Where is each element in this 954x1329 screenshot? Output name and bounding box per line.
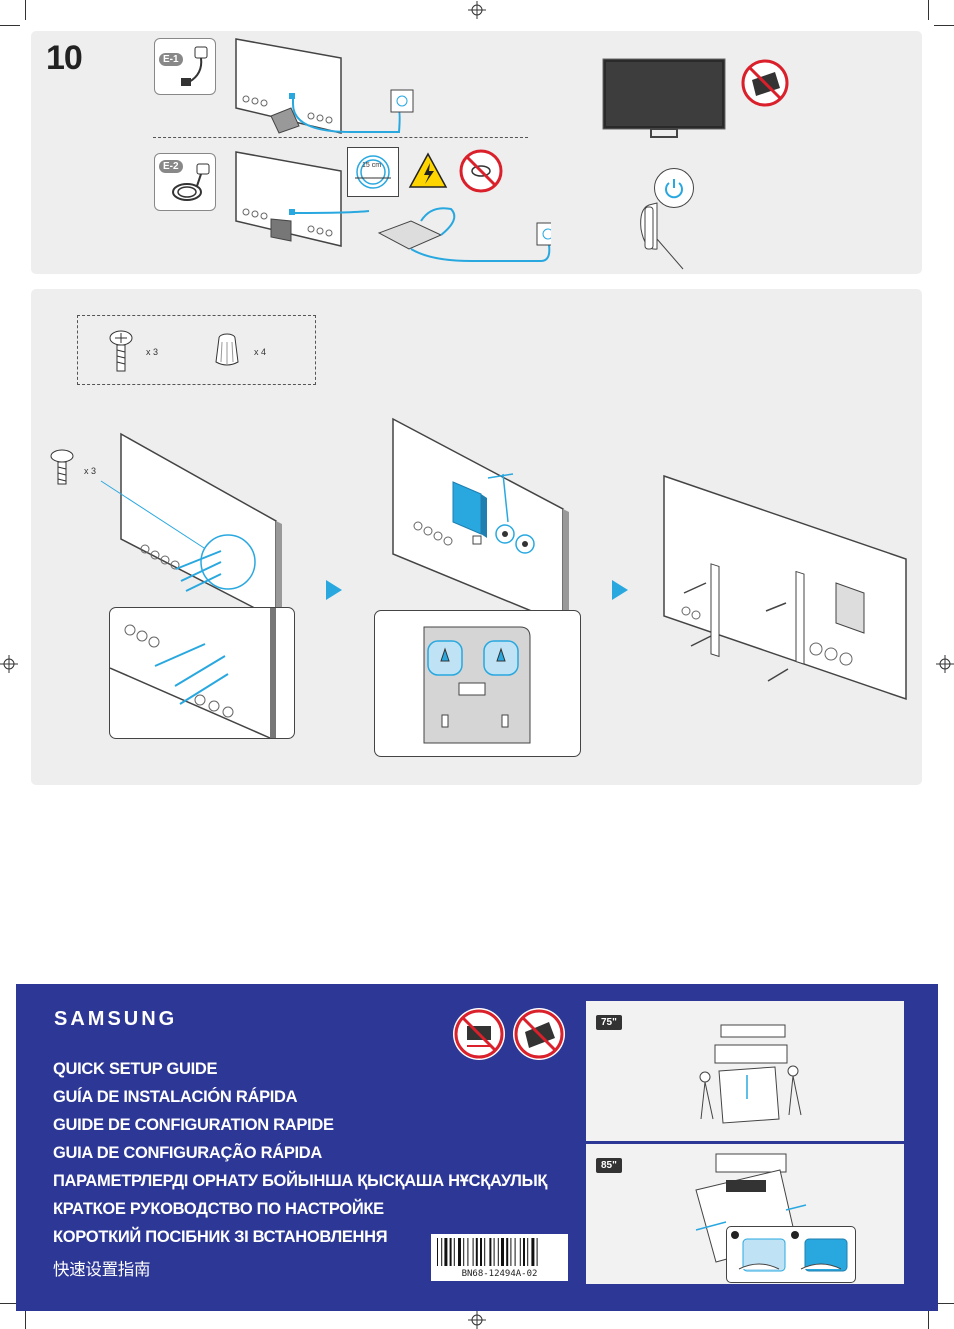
power-cable-icon — [181, 46, 208, 86]
unboxing-detail-box — [726, 1226, 856, 1283]
next-step-arrow-icon — [612, 580, 628, 600]
barcode-bar — [484, 1238, 486, 1266]
barcode-bar — [463, 1238, 465, 1266]
crop-mark — [25, 0, 26, 20]
barcode-bar — [472, 1238, 474, 1266]
wall-mount-panel: x 3 x 4 x 3 — [31, 289, 922, 785]
box-mount-detail-illustration — [423, 626, 531, 744]
unboxing-75-illustration — [699, 1024, 802, 1124]
spacer-icon — [215, 333, 239, 366]
do-not-lay-flat-icon — [741, 59, 789, 107]
barcode-bar — [501, 1238, 504, 1266]
crop-mark — [934, 1303, 954, 1304]
power-cable-coil-icon — [172, 163, 210, 201]
barcode-bar — [441, 1238, 443, 1266]
section-divider — [153, 137, 528, 138]
cable-distance-callout: 15 cm — [347, 147, 399, 197]
barcode-bar — [475, 1238, 478, 1266]
barcode-bar — [531, 1238, 535, 1266]
registration-mark-icon — [468, 1311, 486, 1329]
crop-mark — [934, 25, 954, 26]
cable-coil-icon — [355, 155, 391, 189]
tv-front-illustration — [602, 58, 726, 138]
title-uk: КОРОТКИЙ ПОСІБНИК ЗІ ВСТАНОВЛЕННЯ — [53, 1228, 388, 1246]
barcode-bar — [536, 1238, 538, 1266]
kit-e1-badge: E-1 — [159, 53, 183, 66]
screw-quantity: x 3 — [146, 347, 159, 357]
tv-back-e1-illustration — [235, 38, 414, 134]
remote-control-illustration — [640, 202, 684, 270]
title-es: GUÍA DE INSTALACIÓN RÁPIDA — [53, 1088, 298, 1106]
power-connection-panel: 10 E-1 E-2 — [31, 31, 922, 274]
tv-back-bracket-illustration — [663, 474, 907, 701]
barcode-bar — [453, 1238, 455, 1266]
unboxing-detail-illustration — [731, 1231, 848, 1272]
title-kk: ПАРАМЕТРЛЕРДІ ОРНАТУ БОЙЫНША ҚЫСҚАША НҰС… — [53, 1172, 548, 1190]
barcode-bar — [497, 1238, 499, 1266]
barcode-bar — [527, 1238, 529, 1266]
screw-detail-illustration — [110, 608, 276, 738]
barcode: BN68-12494A-02 — [431, 1234, 568, 1281]
barcode-bar — [437, 1238, 438, 1266]
barcode-bars — [437, 1238, 538, 1266]
title-zh: 快速设置指南 — [53, 1261, 151, 1279]
box-mount-detail-zoom — [374, 610, 581, 757]
registration-mark-icon — [936, 655, 954, 673]
kit-e2-box: E-2 — [154, 153, 216, 211]
next-step-arrow-icon — [326, 580, 342, 600]
parts-box: x 3 x 4 — [77, 315, 316, 385]
kit-e1-box: E-1 — [154, 38, 216, 95]
barcode-bar — [449, 1238, 452, 1266]
barcode-bar — [444, 1238, 448, 1266]
electric-shock-warning-icon — [408, 152, 448, 188]
size-85-panel: 85" — [586, 1144, 904, 1284]
barcode-bar — [489, 1238, 492, 1266]
brand-logo: SAMSUNG — [54, 1008, 178, 1030]
screw-detail-zoom — [109, 607, 295, 739]
crop-mark — [0, 1303, 20, 1304]
barcode-bar — [523, 1238, 525, 1266]
barcode-code: BN68-12494A-02 — [461, 1269, 538, 1279]
no-cable-bundling-icon — [459, 149, 503, 193]
cover-footer: SAMSUNG QUICK SETUP GUIDE GUÍA DE INSTAL… — [16, 984, 938, 1311]
screw-icon — [109, 330, 133, 372]
barcode-bar — [493, 1238, 495, 1266]
title-ru: КРАТКОЕ РУКОВОДСТВО ПО НАСТРОЙКЕ — [53, 1200, 384, 1218]
spacer-quantity: x 4 — [254, 347, 267, 357]
distance-label: 15 cm — [362, 162, 382, 169]
size-85-label: 85" — [596, 1158, 622, 1173]
size-75-label: 75" — [596, 1015, 622, 1030]
crop-mark — [928, 1309, 929, 1329]
barcode-bar — [519, 1238, 521, 1266]
tv-back-e2-illustration — [235, 151, 551, 262]
screw-quantity-step1: x 3 — [84, 466, 97, 476]
power-button-callout — [654, 168, 694, 208]
barcode-bar — [458, 1238, 461, 1266]
title-pt: GUIA DE CONFIGURAÇÃO RÁPIDA — [53, 1144, 323, 1162]
power-icon — [665, 179, 683, 199]
crop-mark — [25, 1309, 26, 1329]
tv-back-screws-illustration — [100, 432, 282, 621]
no-lay-flat-warning-icon — [513, 1008, 565, 1060]
step-number: 10 — [46, 39, 83, 77]
kit-e2-badge: E-2 — [159, 160, 183, 173]
no-lay-on-face-warning-icon — [453, 1008, 505, 1060]
barcode-bar — [480, 1238, 482, 1266]
barcode-bar — [467, 1238, 469, 1266]
title-fr: GUIDE DE CONFIGURATION RAPIDE — [53, 1116, 334, 1134]
barcode-bar — [510, 1238, 512, 1266]
screw-icon — [50, 449, 74, 485]
registration-mark-icon — [0, 655, 18, 673]
crop-mark — [928, 0, 929, 20]
size-75-panel: 75" — [586, 1001, 904, 1141]
barcode-bar — [514, 1238, 516, 1266]
crop-mark — [0, 25, 20, 26]
tv-back-box-mount-illustration — [392, 417, 569, 626]
title-en: QUICK SETUP GUIDE — [53, 1060, 218, 1078]
registration-mark-icon — [468, 1, 486, 19]
barcode-bar — [506, 1238, 509, 1266]
